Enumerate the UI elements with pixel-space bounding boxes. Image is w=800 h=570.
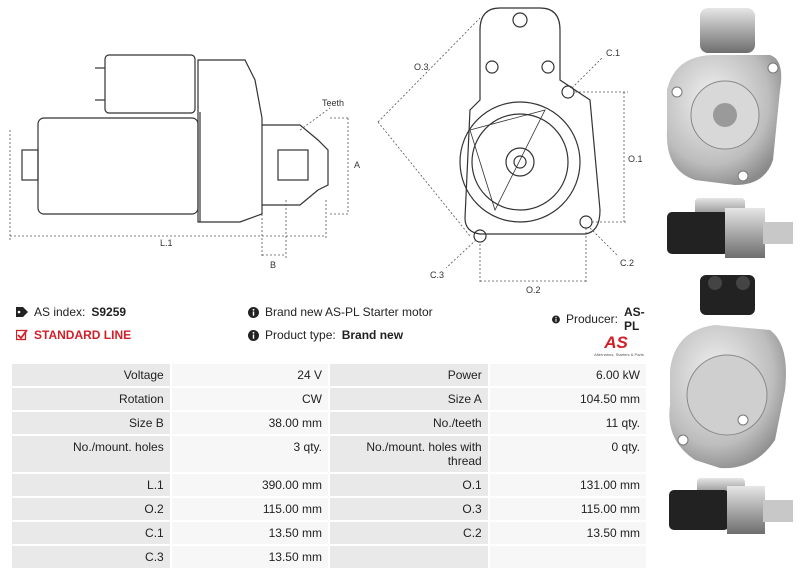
product-type-row: Product type: Brand new: [248, 328, 403, 342]
spec-value: 131.00 mm: [489, 474, 646, 496]
spec-value: 0 qty.: [489, 436, 646, 472]
spec-label: L.1: [12, 474, 170, 496]
spec-label: No./teeth: [329, 412, 488, 434]
producer-value: AS-PL: [623, 305, 645, 333]
spec-value: 390.00 mm: [171, 474, 328, 496]
dim-b-label: B: [270, 260, 276, 270]
checkbox-checked-icon: [16, 329, 28, 341]
solenoid-shape: [104, 54, 196, 114]
spec-value: 13.50 mm: [171, 522, 328, 544]
brand-new-text: Brand new AS-PL Starter motor: [265, 305, 433, 319]
dim-o3-label: O.3: [414, 62, 429, 72]
spec-label: No./mount. holes with thread: [329, 436, 488, 472]
as-pl-logo: AS Alternators, Starters & Parts: [594, 333, 644, 357]
dim-o1-label: O.1: [628, 154, 643, 164]
svg-text:Alternators, Starters & Parts: Alternators, Starters & Parts: [594, 352, 644, 357]
flange-shape: [464, 7, 601, 235]
dim-c2-label: C.2: [620, 258, 634, 268]
standard-line-row: STANDARD LINE: [16, 328, 131, 342]
spec-value: 6.00 kW: [489, 364, 646, 386]
spec-value: 13.50 mm: [171, 546, 328, 568]
hole-c3-shape: [473, 229, 487, 243]
svg-text:AS: AS: [603, 333, 628, 352]
spec-label: C.2: [329, 522, 488, 544]
spec-label: O.2: [12, 498, 170, 520]
photo-front-view-2: [669, 275, 786, 469]
spec-value: 104.50 mm: [489, 388, 646, 410]
hole-c2-shape: [579, 215, 593, 229]
teeth-label: Teeth: [322, 98, 344, 108]
dim-o2-label: O.2: [526, 285, 541, 295]
spec-value: 13.50 mm: [489, 522, 646, 544]
brand-new-row: Brand new AS-PL Starter motor: [248, 305, 433, 319]
spec-label: Size A: [329, 388, 488, 410]
producer-label: Producer:: [565, 312, 618, 326]
dim-a-label: A: [354, 160, 360, 170]
dim-c3-label: C.3: [430, 270, 444, 280]
product-info: AS index: S9259 STANDARD LINE Brand new …: [10, 305, 650, 355]
tag-icon: [16, 307, 28, 317]
as-index-row: AS index: S9259: [16, 305, 126, 319]
info-icon: [248, 306, 259, 318]
spec-value: CW: [171, 388, 328, 410]
spec-value: 38.00 mm: [171, 412, 328, 434]
hole-c1-shape: [561, 85, 575, 99]
dim-l1-label: L.1: [160, 238, 173, 248]
technical-drawing: Teeth A B L.1 O.3 C.1 O.1 C.3 C.2 O.2: [9, 7, 643, 295]
spec-value: [489, 546, 646, 568]
spec-label: Voltage: [12, 364, 170, 386]
as-index-label: AS index:: [34, 305, 86, 319]
photo-front-view: [666, 8, 782, 185]
product-type-label: Product type:: [265, 328, 336, 342]
photo-side-view-1: [667, 198, 793, 258]
spec-value: 3 qty.: [171, 436, 328, 472]
spec-label: Rotation: [12, 388, 170, 410]
info-icon: [248, 329, 259, 341]
motor-body-shape: [37, 117, 199, 215]
producer-row: Producer: AS-PL: [552, 305, 650, 333]
product-photos: [666, 8, 793, 534]
spec-label: Power: [329, 364, 488, 386]
spec-label: No./mount. holes: [12, 436, 170, 472]
flange-circle-outer: [459, 101, 581, 223]
spec-label: Size B: [12, 412, 170, 434]
photo-side-view-2: [669, 478, 793, 534]
spec-label: O.3: [329, 498, 488, 520]
spec-value: 24 V: [171, 364, 328, 386]
dim-c1-label: C.1: [606, 48, 620, 58]
standard-line-label: STANDARD LINE: [34, 328, 132, 342]
spec-value: 11 qty.: [489, 412, 646, 434]
spec-label: C.3: [12, 546, 170, 568]
drive-housing-shape: [197, 59, 263, 223]
motor-end-shape: [21, 149, 39, 181]
spec-label: O.1: [329, 474, 488, 496]
spec-value: 115.00 mm: [489, 498, 646, 520]
as-index-value: S9259: [91, 305, 127, 319]
spec-label: [329, 546, 488, 568]
info-icon: [552, 315, 560, 323]
product-type-value: Brand new: [341, 328, 404, 342]
spec-value: 115.00 mm: [171, 498, 328, 520]
spec-label: C.1: [12, 522, 170, 544]
